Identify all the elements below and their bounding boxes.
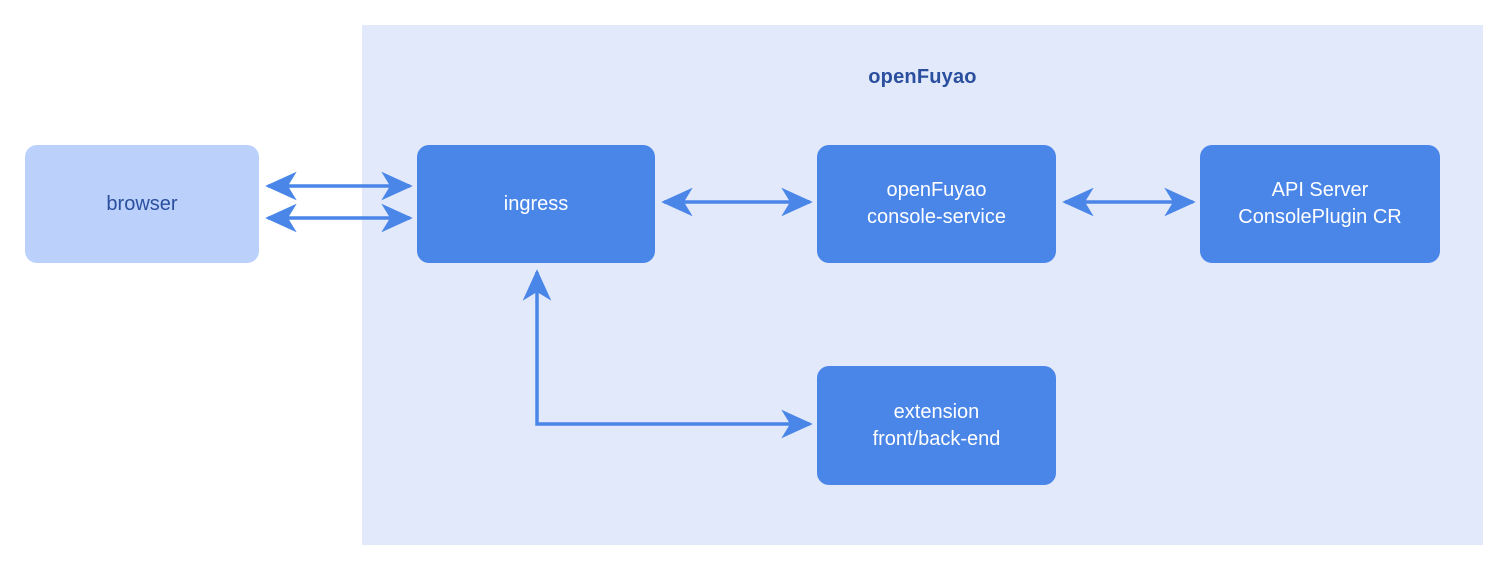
node-api-server-line2: ConsolePlugin CR — [1238, 206, 1402, 228]
node-browser-label: browser — [106, 192, 178, 215]
node-extension-label: extension front/back-end — [863, 399, 1011, 453]
node-browser[interactable]: browser — [25, 145, 259, 263]
group-title: openFuyao — [868, 66, 977, 88]
node-extension-line1: extension — [893, 400, 980, 423]
node-api-server-line1: API Server — [1271, 179, 1369, 201]
node-console-service[interactable]: openFuyao console-service — [817, 145, 1056, 263]
node-api-server-label: API Server ConsolePlugin CR — [1228, 177, 1411, 231]
node-ingress-label: ingress — [503, 192, 569, 215]
node-ingress[interactable]: ingress — [417, 145, 655, 263]
node-console-service-line1: openFuyao — [886, 179, 987, 201]
node-extension-line2: front/back-end — [872, 427, 1001, 450]
node-console-service-label: openFuyao console-service — [857, 177, 1016, 231]
node-extension[interactable]: extension front/back-end — [817, 366, 1056, 485]
node-api-server[interactable]: API Server ConsolePlugin CR — [1200, 145, 1440, 263]
node-console-service-line2: console-service — [867, 206, 1006, 228]
